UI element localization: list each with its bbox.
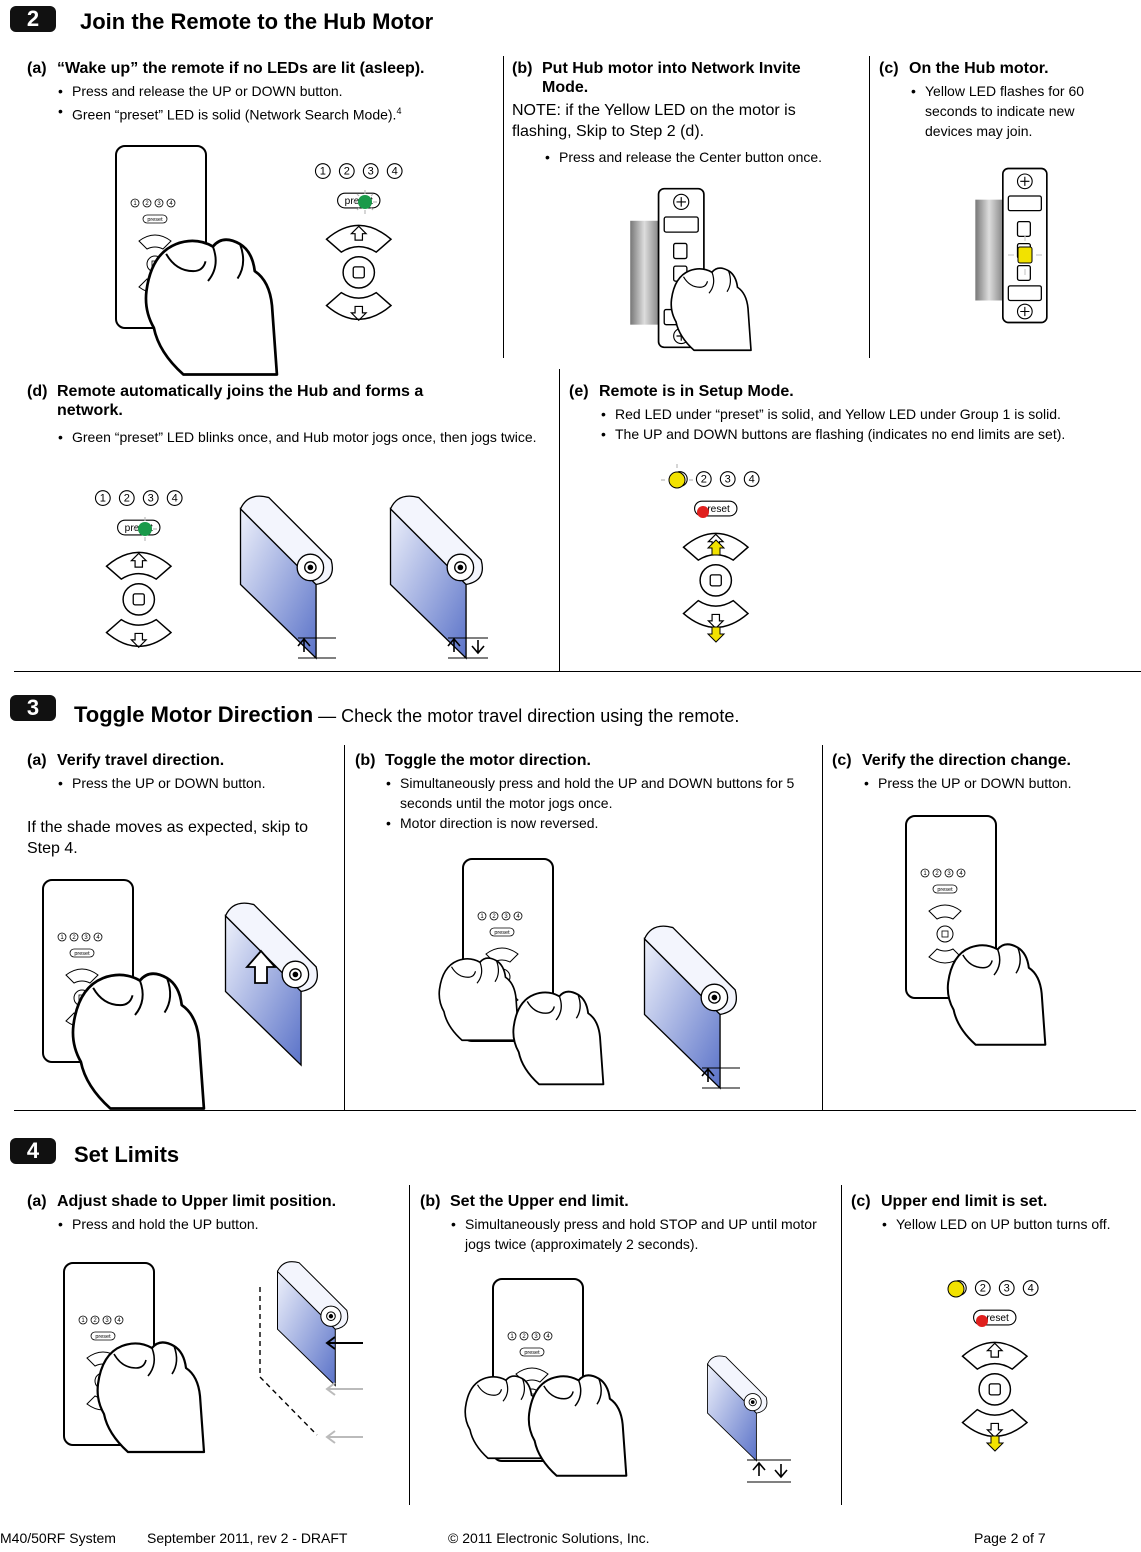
up-arrow-icon <box>706 539 726 556</box>
step-2b-bullets: Press and release the Center button once… <box>543 147 863 167</box>
step-4a-heading: (a)Adjust shade to Upper limit position. <box>27 1193 337 1210</box>
two-hands-remote-illustration <box>438 858 605 1086</box>
bullet: Red LED under “preset” is solid, and Yel… <box>599 404 1129 424</box>
hub-motor-yellow-led <box>974 167 1048 324</box>
shade-jog-twice <box>389 495 488 659</box>
footnote-ref: 4 <box>396 106 402 116</box>
down-arrow-icon <box>706 626 726 643</box>
bullet: Press and release the UP or DOWN button. <box>56 81 496 101</box>
remote-face-setup-mode <box>661 464 760 643</box>
step-3a-bullets: Press the UP or DOWN button. <box>56 773 336 793</box>
step-3c-bullets: Press the UP or DOWN button. <box>862 773 1132 793</box>
footer-model: M40/50RF System <box>0 1530 116 1546</box>
bullet: Press and release the Center button once… <box>543 147 863 167</box>
left-arrow-icon <box>325 1430 363 1444</box>
left-arrow-icon <box>325 1382 363 1396</box>
up-arrow-icon <box>447 637 461 652</box>
step-4a-bullets: Press and hold the UP button. <box>56 1214 396 1234</box>
yellow-led-icon <box>1017 246 1033 264</box>
bullet: Green “preset” LED blinks once, and Hub … <box>56 427 546 447</box>
bullet: Simultaneously press and hold the UP and… <box>384 773 809 813</box>
bullet: Press and hold the UP button. <box>56 1214 396 1234</box>
two-hands-remote-illustration <box>464 1278 628 1477</box>
up-arrow-icon <box>752 1461 766 1476</box>
yellow-led-icon <box>947 1280 965 1298</box>
shade-raise-to-upper-limit <box>259 1260 363 1444</box>
shade-jog-once <box>643 925 740 1089</box>
divider <box>503 56 504 358</box>
bullet: Press the UP or DOWN button. <box>56 773 336 793</box>
divider <box>869 56 870 358</box>
remote-in-hand-illustration <box>63 1262 206 1454</box>
shade-up-illustration <box>224 902 319 1066</box>
remote-in-hand-illustration <box>115 145 279 376</box>
step-2e-heading: (e)Remote is in Setup Mode. <box>569 383 794 400</box>
divider <box>841 1185 842 1505</box>
footer-date: September 2011, rev 2 - DRAFT <box>147 1530 348 1546</box>
bullet: Yellow LED on UP button turns off. <box>880 1214 1125 1234</box>
step-3a-note: If the shade moves as expected, skip to … <box>27 819 309 857</box>
down-arrow-icon <box>985 1435 1005 1452</box>
red-led-icon <box>697 506 709 518</box>
red-led-icon <box>976 1315 988 1327</box>
step-2d-bullets: Green “preset” LED blinks once, and Hub … <box>56 427 546 447</box>
bullet: Press the UP or DOWN button. <box>862 773 1132 793</box>
remote-in-hand-illustration <box>905 815 1047 1046</box>
yellow-led-icon <box>668 471 686 489</box>
section-rule <box>14 1110 1136 1111</box>
step-4c-bullets: Yellow LED on UP button turns off. <box>880 1214 1125 1234</box>
shade-jog-twice <box>706 1355 791 1483</box>
bullet: Yellow LED flashes for 60 seconds to ind… <box>909 81 1114 141</box>
shade-jog-once <box>239 495 336 659</box>
bullet: Simultaneously press and hold STOP and U… <box>449 1214 819 1254</box>
remote-face-green-blink <box>94 489 183 649</box>
up-arrow-icon <box>297 637 311 652</box>
up-arrow-icon <box>245 949 277 984</box>
step-2-badge: 2 <box>10 6 56 32</box>
step-4-title: Set Limits <box>74 1142 180 1167</box>
step-2-title: Join the Remote to the Hub Motor <box>80 9 434 34</box>
section-rule <box>14 671 1141 672</box>
bullet: Green “preset” LED is solid (Network Sea… <box>56 101 496 125</box>
step-4b-bullets: Simultaneously press and hold STOP and U… <box>449 1214 819 1254</box>
left-arrow-icon <box>325 1336 363 1350</box>
step-4-badge: 4 <box>10 1138 56 1164</box>
step-3b-bullets: Simultaneously press and hold the UP and… <box>384 773 809 833</box>
divider <box>344 745 345 1110</box>
divider <box>559 369 560 671</box>
footer-copyright: © 2011 Electronic Solutions, Inc. <box>448 1530 650 1546</box>
green-led-icon <box>138 522 152 536</box>
step-3a-heading: (a)Verify travel direction. <box>27 752 225 769</box>
remote-in-hand-illustration <box>42 879 206 1110</box>
step-3-badge: 3 <box>10 695 56 721</box>
step-2a-heading: (a)“Wake up” the remote if no LEDs are l… <box>27 60 425 77</box>
step-2d-heading: (d)Remote automatically joins the Hub an… <box>27 383 424 419</box>
hub-motor-press-illustration <box>629 187 753 352</box>
down-arrow-icon <box>774 1464 788 1479</box>
step-2b-note: NOTE: if the Yellow LED on the motor is … <box>512 102 796 140</box>
remote-face-upper-limit-set <box>947 1279 1039 1452</box>
step-3b-heading: (b)Toggle the motor direction. <box>355 752 591 769</box>
step-2c-bullets: Yellow LED flashes for 60 seconds to ind… <box>909 81 1114 141</box>
up-arrow-icon <box>701 1067 715 1082</box>
divider <box>822 745 823 1110</box>
down-arrow-icon <box>471 640 485 655</box>
bullet: The UP and DOWN buttons are flashing (in… <box>599 424 1129 444</box>
step-2b-heading: (b)Put Hub motor into Network Invite Mod… <box>512 60 801 96</box>
step-2c-heading: (c)On the Hub motor. <box>879 60 1049 77</box>
divider <box>409 1185 410 1505</box>
remote-face-green-preset <box>314 162 403 322</box>
step-3c-heading: (c)Verify the direction change. <box>832 752 1071 769</box>
green-led-icon <box>358 195 372 209</box>
step-4b-heading: (b)Set the Upper end limit. <box>420 1193 629 1210</box>
step-3-title: Toggle Motor Direction — Check the motor… <box>74 702 740 727</box>
step-4c-heading: (c)Upper end limit is set. <box>851 1193 1048 1210</box>
footer-page-number: Page 2 of 7 <box>974 1530 1046 1546</box>
bullet: Motor direction is now reversed. <box>384 813 809 833</box>
step-2e-bullets: Red LED under “preset” is solid, and Yel… <box>599 404 1129 444</box>
step-2a-bullets: Press and release the UP or DOWN button.… <box>56 81 496 125</box>
